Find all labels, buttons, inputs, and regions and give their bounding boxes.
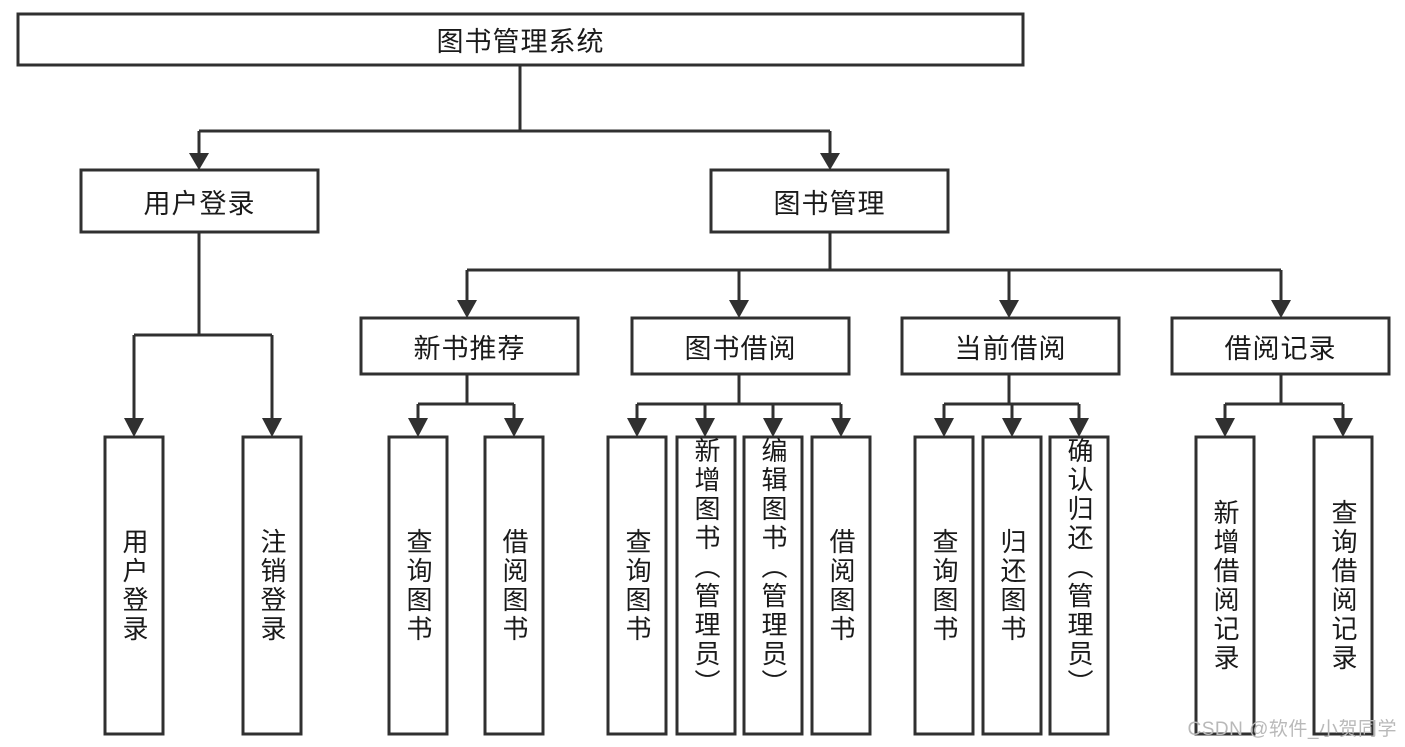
node-box-current-borrow[interactable] xyxy=(900,316,1121,376)
node-box-leaf-new-book-1[interactable] xyxy=(387,435,449,736)
node-box-leaf-borrow-record-2[interactable] xyxy=(1312,435,1374,736)
csdn-watermark: CSDN @软件_小贺同学 xyxy=(1187,719,1397,740)
arrow-to-borrow-record xyxy=(1271,300,1291,318)
arrow-to-user-login xyxy=(189,153,209,170)
arrow-leaf-book-borrow-2 xyxy=(695,418,715,437)
arrow-leaf-borrow-record-1 xyxy=(1215,418,1235,437)
arrow-leaf-borrow-record-2 xyxy=(1333,418,1353,437)
node-box-leaf-book-borrow-4[interactable] xyxy=(810,435,872,736)
node-box-leaf-current-borrow-1[interactable] xyxy=(913,435,975,736)
node-box-leaf-book-borrow-3[interactable] xyxy=(742,435,804,736)
node-box-book-borrow[interactable] xyxy=(630,316,851,376)
arrow-leaf-new-book-2 xyxy=(504,418,524,437)
node-box-borrow-record[interactable] xyxy=(1170,316,1391,376)
arrow-to-new-book xyxy=(457,300,477,318)
arrow-leaf-book-borrow-4 xyxy=(831,418,851,437)
node-box-leaf-user-login-2[interactable] xyxy=(241,435,303,736)
arrow-leaf-book-borrow-1 xyxy=(627,418,647,437)
arrow-to-book-mgmt xyxy=(820,153,840,170)
arrow-leaf-user-login-1 xyxy=(124,418,144,437)
arrow-leaf-new-book-1 xyxy=(408,418,428,437)
node-box-leaf-current-borrow-2[interactable] xyxy=(981,435,1043,736)
arrow-leaf-current-borrow-2 xyxy=(1002,418,1022,437)
arrow-to-book-borrow xyxy=(729,300,749,318)
node-box-leaf-user-login-1[interactable] xyxy=(103,435,165,736)
node-box-new-book[interactable] xyxy=(359,316,580,376)
node-box-book-mgmt[interactable] xyxy=(709,168,950,234)
node-layer xyxy=(16,12,1391,736)
node-box-root[interactable] xyxy=(16,12,1025,67)
node-box-leaf-current-borrow-3[interactable] xyxy=(1048,435,1110,736)
node-box-leaf-book-borrow-1[interactable] xyxy=(606,435,668,736)
arrow-leaf-user-login-2 xyxy=(262,418,282,437)
arrow-to-current-borrow xyxy=(999,300,1019,318)
node-box-user-login[interactable] xyxy=(79,168,320,234)
arrow-leaf-current-borrow-3 xyxy=(1069,418,1089,437)
arrow-leaf-current-borrow-1 xyxy=(934,418,954,437)
connector-layer xyxy=(124,65,1353,437)
node-box-leaf-new-book-2[interactable] xyxy=(483,435,545,736)
arrow-leaf-book-borrow-3 xyxy=(763,418,783,437)
node-box-leaf-borrow-record-1[interactable] xyxy=(1194,435,1256,736)
node-box-leaf-book-borrow-2[interactable] xyxy=(675,435,737,736)
